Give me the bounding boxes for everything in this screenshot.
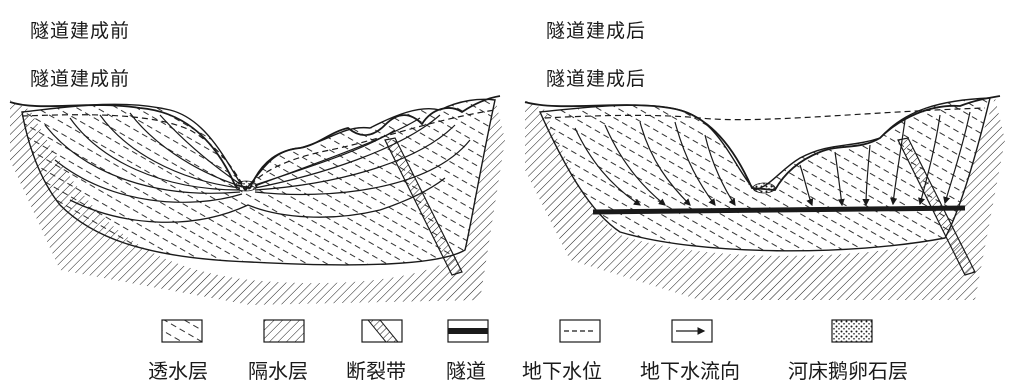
legend-label-flow: 地下水流向 xyxy=(640,359,740,383)
before-title-repeat: 隧道建成前 xyxy=(30,68,131,90)
before-flow-lines xyxy=(44,112,471,203)
after-title: 隧道建成后 xyxy=(546,20,647,42)
impermeable-layer-icon xyxy=(263,319,305,343)
water-table-icon xyxy=(559,319,601,343)
after-riverbed-gravel xyxy=(752,182,776,194)
after-impermeable-bedrock xyxy=(525,98,1005,300)
groundwater-flow-icon xyxy=(671,319,713,343)
fault-zone-icon xyxy=(361,319,403,343)
after-ground-surface xyxy=(524,95,1001,191)
after-tunnel xyxy=(592,205,966,215)
before-cross-section xyxy=(9,95,505,305)
legend-label-fault: 断裂带 xyxy=(346,359,406,383)
legend-label-impermeable: 隔水层 xyxy=(248,359,308,383)
before-inner-boundary xyxy=(69,177,446,223)
after-flow-arrows xyxy=(574,111,971,207)
tunnel-icon xyxy=(447,319,489,343)
permeable-layer-icon xyxy=(161,319,203,343)
after-title-repeat: 隧道建成后 xyxy=(546,68,647,90)
after-cross-section xyxy=(524,95,1005,300)
before-title: 隧道建成前 xyxy=(30,20,131,42)
riverbed-gravel-icon xyxy=(831,319,873,343)
before-impermeable-bedrock xyxy=(10,98,505,305)
after-water-table xyxy=(544,107,986,121)
legend-label-water-table: 地下水位 xyxy=(522,359,602,383)
legend-label-tunnel: 隧道 xyxy=(446,359,486,383)
legend-icons xyxy=(161,319,873,343)
after-fault-zone xyxy=(897,137,976,276)
before-fault-zone xyxy=(384,137,463,276)
before-riverbed-gravel xyxy=(234,180,258,192)
legend-label-permeable: 透水层 xyxy=(148,359,208,383)
before-ground-surface xyxy=(9,95,501,190)
legend-label-gravel: 河床鹅卵石层 xyxy=(788,359,908,383)
